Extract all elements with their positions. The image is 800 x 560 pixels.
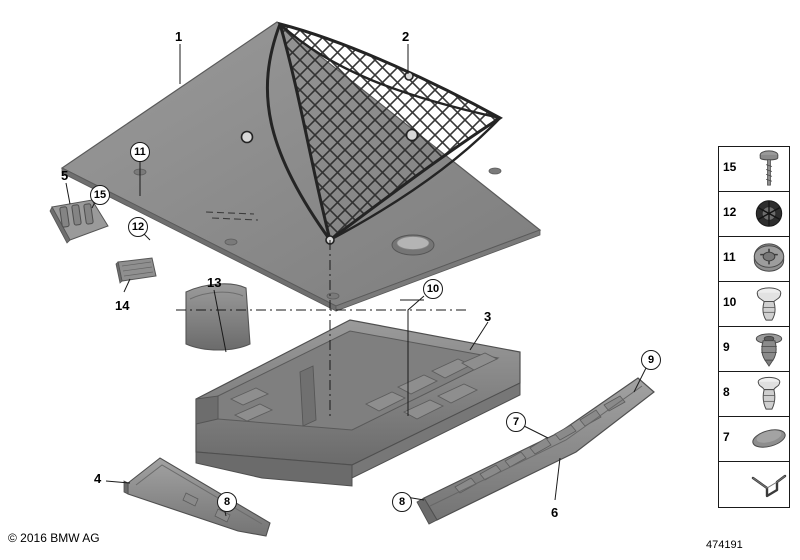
rosette-clip-icon (755, 200, 783, 227)
part-side-trim-cover (185, 283, 251, 351)
part-left-side-trim (123, 457, 271, 537)
legend-row-8: 8 (719, 372, 789, 417)
callout-7: 7 (506, 412, 526, 432)
legend-row-11: 11 (719, 237, 789, 282)
floor-panel-handle (391, 234, 435, 256)
legend-number: 8 (723, 385, 730, 399)
legend-number: 12 (723, 205, 737, 219)
push-rivet-icon (757, 376, 781, 410)
callout-9: 9 (641, 350, 661, 370)
part-trunk-tub (195, 319, 521, 487)
copyright-notice: © 2016 BMW AG (8, 531, 100, 545)
legend-row-15: 15 (719, 147, 789, 192)
legend-row-7: 7 (719, 417, 789, 462)
callout-1: 1 (175, 29, 183, 44)
oval-cap-icon (752, 429, 786, 448)
part-trunk-floor-panel (60, 21, 542, 312)
legend-row-bracket (719, 462, 789, 507)
fastener-legend: 15 12 (718, 146, 790, 508)
callout-3: 3 (484, 309, 492, 324)
part-rear-sill-trim (416, 377, 655, 525)
callout-4: 4 (94, 471, 102, 486)
callout-13: 13 (207, 275, 222, 290)
part-number: 474191 (706, 539, 743, 551)
leader-lines (65, 44, 647, 517)
bracket-clip-icon (751, 474, 787, 498)
round-cap-icon (753, 243, 785, 272)
legend-number: 10 (723, 295, 737, 309)
legend-number: 11 (723, 250, 736, 264)
callout-15: 15 (90, 185, 110, 205)
callout-8-right: 8 (392, 492, 412, 512)
callout-8-left: 8 (217, 492, 237, 512)
callout-14: 14 (115, 298, 130, 313)
callout-12: 12 (128, 217, 148, 237)
legend-row-10: 10 (719, 282, 789, 327)
legend-number: 7 (723, 430, 730, 444)
part-left-bracket (49, 199, 109, 244)
screw-pin-icon (759, 150, 779, 186)
legend-number: 9 (723, 340, 730, 354)
grommet-clip-icon (755, 333, 783, 367)
callout-6: 6 (551, 505, 559, 520)
legend-number: 15 (723, 160, 737, 174)
legend-row-12: 12 (719, 192, 789, 237)
part-small-pad (115, 257, 157, 284)
callout-10: 10 (423, 279, 443, 299)
legend-row-9: 9 (719, 327, 789, 372)
expanding-rivet-icon (756, 287, 782, 321)
callout-2: 2 (402, 29, 410, 44)
callout-11: 11 (130, 142, 150, 162)
callout-5: 5 (61, 168, 69, 183)
